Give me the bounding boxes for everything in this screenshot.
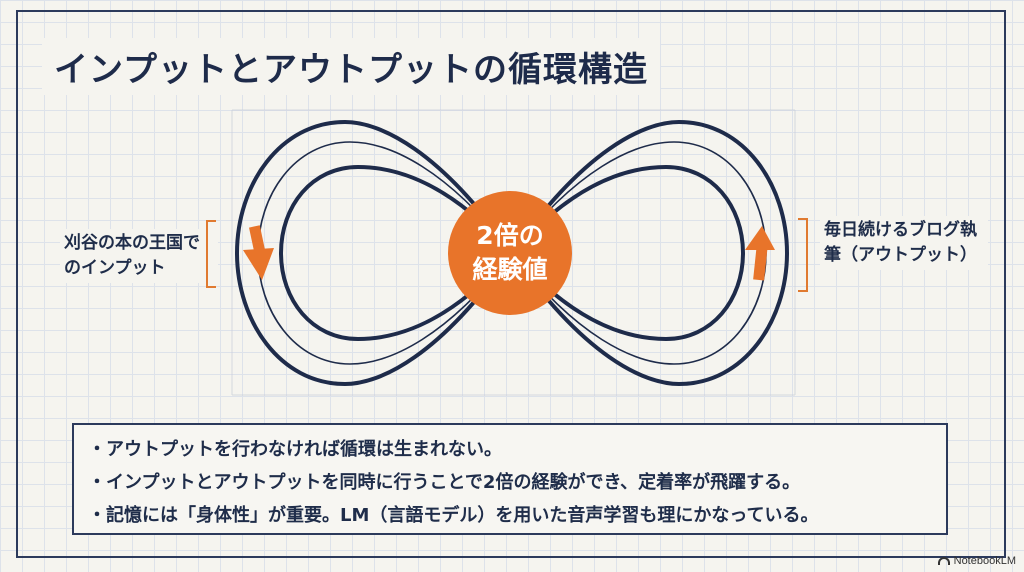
- slide-frame: [16, 10, 1006, 558]
- input-label: 刈谷の本の王国でのインプット: [60, 229, 218, 283]
- slide-title: インプットとアウトプットの循環構造: [42, 38, 660, 95]
- output-bracket: [798, 218, 808, 292]
- bullet-item: ・アウトプットを行わなければ循環は生まれない。: [88, 439, 502, 460]
- arrow-up-icon: [745, 226, 775, 281]
- input-bracket: [206, 220, 216, 288]
- center-label-line1: 2倍の: [476, 221, 544, 250]
- notebooklm-icon: [937, 557, 950, 565]
- notebooklm-badge: NotebookLM: [937, 555, 1016, 567]
- center-label-line2: 経験値: [472, 255, 548, 284]
- badge-label: NotebookLM: [953, 555, 1016, 567]
- center-circle: [448, 191, 572, 315]
- center-label: 2倍の 経験値: [446, 193, 574, 313]
- output-label: 毎日続けるブログ執筆（アウトプット）: [820, 216, 988, 270]
- bullet-item: ・記憶には「身体性」が重要。LM（言語モデル）を用いた音声学習も理にかなっている…: [88, 505, 819, 526]
- arrow-down-icon: [243, 225, 274, 280]
- bullet-item: ・インプットとアウトプットを同時に行うことで2倍の経験ができ、定着率が飛躍する。: [88, 472, 801, 493]
- bullet-box: ・アウトプットを行わなければ循環は生まれない。 ・インプットとアウトプットを同時…: [72, 423, 948, 535]
